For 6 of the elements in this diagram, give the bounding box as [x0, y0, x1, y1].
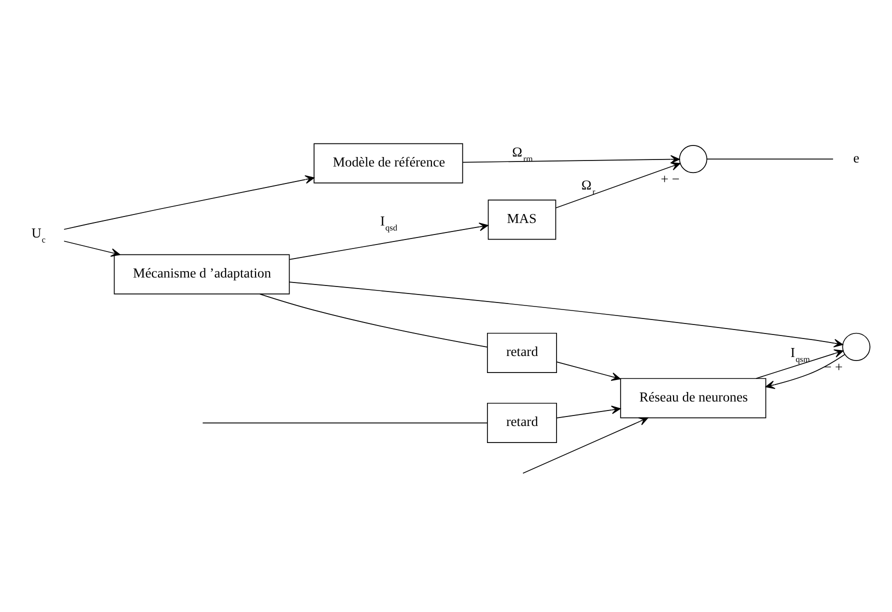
node-text: e [853, 150, 860, 165]
edge-label: I$_{qsd}$ [380, 212, 398, 232]
node-label: − + [824, 358, 843, 374]
node-label: + − [660, 171, 680, 186]
edge-label: I$_{qsm}$ [790, 344, 810, 364]
node-text: U$_{c}$ [31, 224, 46, 244]
